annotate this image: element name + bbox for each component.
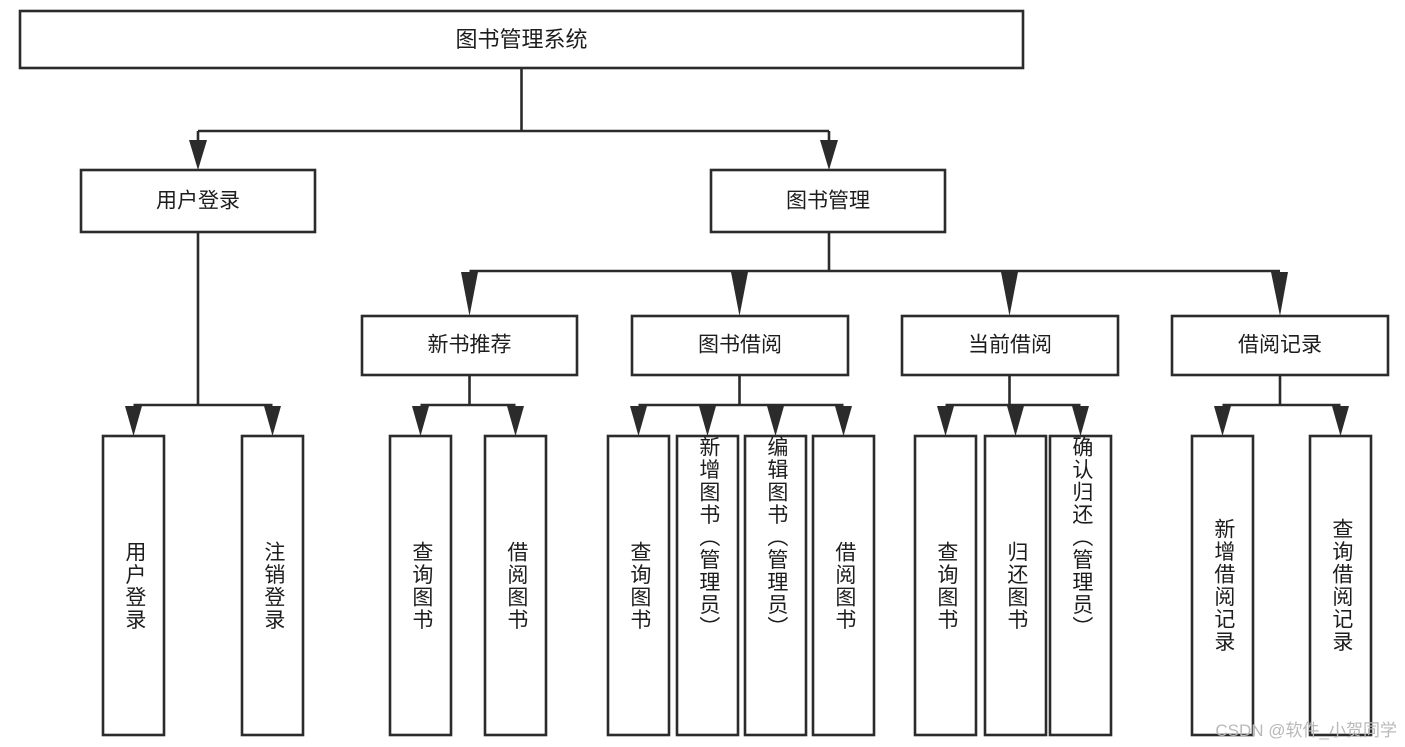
node-layer: 图书管理系统 用户登录 图书管理 新书推荐 图书借阅 当前	[18, 9, 1390, 737]
connector-layer	[125, 68, 1349, 436]
node-book-management-box[interactable]	[709, 168, 947, 234]
arrow-head-leaf-borrow-book-2	[835, 406, 852, 436]
node-user-login-label: 用户登录	[156, 190, 240, 213]
node-leaf-user-logout-box[interactable]	[240, 434, 305, 737]
node-book-management-label: 图书管理	[786, 190, 870, 213]
arrow-head-borrow-record	[1271, 272, 1288, 316]
node-leaf-user-login-box[interactable]	[101, 434, 166, 737]
arrow-head-leaf-user-logout	[264, 406, 281, 436]
node-leaf-edit-book-admin-box[interactable]	[743, 434, 808, 737]
node-leaf-add-borrow-record-box[interactable]	[1190, 434, 1255, 737]
arrow-head-leaf-user-login	[125, 406, 142, 436]
node-new-book-recommend-box[interactable]	[360, 314, 579, 377]
node-book-borrow-box[interactable]	[630, 314, 850, 377]
node-current-borrow-label: 当前借阅	[968, 334, 1052, 357]
node-user-login-box[interactable]	[79, 168, 317, 234]
node-book-management[interactable]: 图书管理	[709, 168, 947, 234]
node-new-book-recommend[interactable]: 新书推荐	[360, 314, 579, 377]
arrow-head-book-borrow	[731, 272, 748, 316]
arrow-head-leaf-query-borrow-record	[1332, 406, 1349, 436]
node-current-borrow-box[interactable]	[900, 314, 1120, 377]
node-leaf-return-book-box[interactable]	[983, 434, 1048, 737]
node-user-login[interactable]: 用户登录	[79, 168, 317, 234]
node-leaf-query-borrow-record-box[interactable]	[1308, 434, 1373, 737]
node-current-borrow[interactable]: 当前借阅	[900, 314, 1120, 377]
arrow-head-book-management	[820, 140, 838, 170]
node-leaf-query-book-2-box[interactable]	[606, 434, 671, 737]
arrow-head-new-book-recommend	[461, 272, 478, 316]
node-leaf-query-book-1-box[interactable]	[388, 434, 453, 737]
node-leaf-borrow-book-1-box[interactable]	[483, 434, 548, 737]
node-book-borrow-label: 图书借阅	[698, 334, 782, 357]
node-leaf-add-book-admin-box[interactable]	[675, 434, 740, 737]
node-leaf-query-book-3-box[interactable]	[913, 434, 978, 737]
node-root-box[interactable]	[18, 9, 1025, 70]
arrow-head-leaf-edit-book-admin	[767, 406, 784, 436]
arrow-head-leaf-confirm-return-admin	[1072, 406, 1089, 436]
arrow-head-leaf-borrow-book-1	[507, 406, 524, 436]
node-borrow-record-label: 借阅记录	[1238, 334, 1322, 357]
arrow-head-current-borrow	[1001, 272, 1018, 316]
node-book-borrow[interactable]: 图书借阅	[630, 314, 850, 377]
node-borrow-record[interactable]: 借阅记录	[1170, 314, 1390, 377]
watermark: CSDN @软件_小贺同学	[1215, 721, 1397, 740]
arrow-head-leaf-add-book-admin	[699, 406, 716, 436]
arrow-head-leaf-add-borrow-record	[1214, 406, 1231, 436]
arrow-head-leaf-query-book-1	[412, 406, 429, 436]
node-leaf-borrow-book-2-box[interactable]	[811, 434, 876, 737]
arrow-head-user-login	[189, 140, 207, 170]
node-root-label: 图书管理系统	[455, 27, 587, 52]
arrow-head-leaf-query-book-3	[937, 406, 954, 436]
node-leaf-confirm-return-admin-box[interactable]	[1048, 434, 1113, 737]
node-new-book-recommend-label: 新书推荐	[428, 334, 512, 357]
node-root[interactable]: 图书管理系统	[18, 9, 1025, 70]
node-borrow-record-box[interactable]	[1170, 314, 1390, 377]
arrow-head-leaf-return-book	[1007, 406, 1024, 436]
arrow-head-leaf-query-book-2	[630, 406, 647, 436]
